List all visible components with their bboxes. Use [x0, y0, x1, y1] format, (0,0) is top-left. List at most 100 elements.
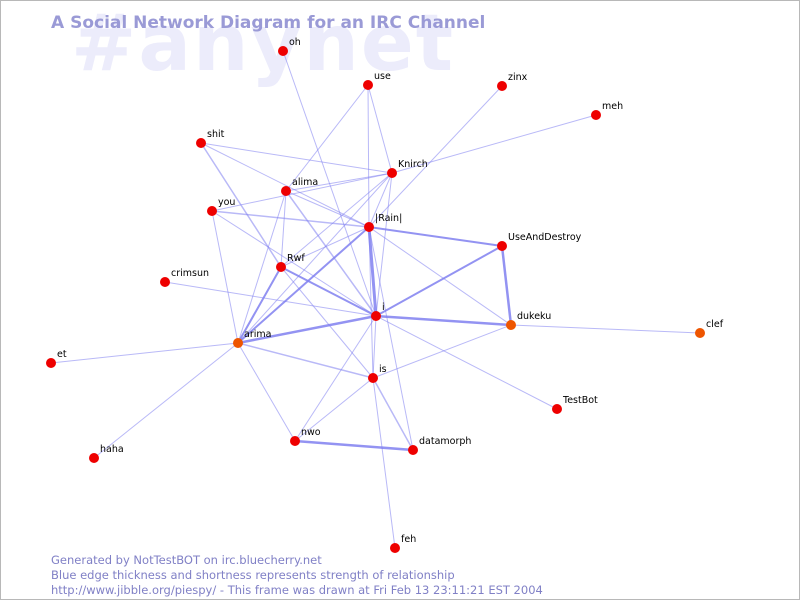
edge-rwf-i: [280, 266, 377, 317]
node-i: i: [371, 302, 385, 321]
edge-alima-rain: [285, 190, 370, 228]
edge-alima-knirch: [285, 172, 393, 192]
node-label-arima: arima: [244, 329, 271, 340]
node-dot-alima: [281, 186, 291, 196]
edge-alima-arima: [237, 190, 287, 344]
edge-rwf-arima: [237, 266, 282, 344]
edge-dukeku-clef: [510, 324, 701, 334]
edge-layer: [50, 50, 701, 549]
node-dot-rwf: [276, 262, 286, 272]
node-dukeku: dukeku: [506, 311, 551, 330]
node-label-alima: alima: [292, 177, 318, 188]
node-rain: |Rain|: [364, 213, 402, 232]
edge-alima-i: [285, 190, 377, 317]
edge-rwf-is: [280, 266, 374, 379]
edge-rain-rwf: [280, 226, 370, 268]
edge-oh-i: [282, 50, 377, 317]
edge-is-datamorph: [372, 377, 414, 451]
node-useanddestroy: UseAndDestroy: [497, 232, 582, 251]
node-label-haha: haha: [100, 444, 124, 455]
edge-nwo-datamorph: [293, 439, 415, 452]
node-label-i: i: [382, 302, 385, 313]
edge-you-knirch: [211, 172, 393, 212]
edge-shit-rain: [200, 142, 370, 228]
node-label-rwf: Rwf: [287, 253, 305, 264]
node-label-clef: clef: [706, 319, 724, 330]
edge-knirch-rwf: [280, 172, 393, 268]
edge-is-feh: [372, 377, 396, 549]
node-datamorph: datamorph: [408, 436, 471, 455]
edge-rain-arima: [237, 226, 370, 344]
node-shit: shit: [196, 129, 225, 148]
node-clef: clef: [695, 319, 724, 338]
node-dot-datamorph: [408, 445, 418, 455]
diagram-title: A Social Network Diagram for an IRC Chan…: [51, 13, 486, 33]
node-label-et: et: [57, 349, 67, 360]
node-label-shit: shit: [207, 129, 225, 140]
edge-zinx-rain: [368, 85, 503, 228]
node-label-is: is: [379, 364, 387, 375]
node-meh: meh: [591, 101, 623, 120]
edge-i-is: [372, 315, 377, 379]
node-oh: oh: [278, 37, 301, 56]
node-dot-clef: [695, 328, 705, 338]
edge-rain-dukeku: [368, 226, 512, 326]
node-dot-crimsun: [160, 277, 170, 287]
node-dot-arima: [233, 338, 243, 348]
node-label-knirch: Knirch: [398, 159, 428, 170]
edge-crimsun-i: [164, 281, 377, 317]
edge-knirch-arima: [237, 172, 393, 344]
node-dot-i: [371, 311, 381, 321]
node-knirch: Knirch: [387, 159, 428, 178]
footer-url-timestamp: http://www.jibble.org/piespy/ - This fra…: [51, 583, 543, 597]
node-feh: feh: [390, 534, 416, 553]
edge-rain-i: [367, 225, 378, 318]
edge-rain-is: [368, 226, 374, 379]
edge-you-rain: [211, 210, 370, 228]
edge-is-nwo: [294, 377, 374, 442]
node-dot-oh: [278, 46, 288, 56]
edge-knirch-i: [375, 172, 393, 317]
node-dot-haha: [89, 453, 99, 463]
footer: Generated by NotTestBOT on irc.bluecherr…: [51, 553, 543, 598]
node-label-zinx: zinx: [508, 72, 528, 83]
node-label-meh: meh: [602, 101, 623, 112]
edge-rain-datamorph: [368, 226, 414, 451]
edge-useanddestroy-dukeku: [500, 244, 513, 327]
node-you: you: [207, 197, 235, 216]
node-arima: arima: [233, 329, 271, 348]
edge-i-nwo: [294, 315, 377, 442]
edge-i-testbot: [375, 315, 558, 410]
node-dot-shit: [196, 138, 206, 148]
node-dot-knirch: [387, 168, 397, 178]
node-dot-useanddestroy: [497, 241, 507, 251]
node-label-you: you: [218, 197, 235, 208]
node-dot-meh: [591, 110, 601, 120]
edge-alima-use: [285, 84, 369, 192]
node-dot-use: [363, 80, 373, 90]
edge-rain-useanddestroy: [368, 226, 503, 247]
node-crimsun: crimsun: [160, 268, 209, 287]
node-dot-zinx: [497, 81, 507, 91]
node-use: use: [363, 71, 391, 90]
node-nwo: nwo: [290, 427, 321, 446]
footer-generated-by: Generated by NotTestBOT on irc.bluecherr…: [51, 553, 322, 567]
node-is: is: [368, 364, 387, 383]
edge-arima-et: [50, 342, 239, 364]
node-label-testbot: TestBot: [562, 395, 598, 406]
edge-shit-knirch: [200, 142, 393, 174]
edge-meh-knirch: [391, 114, 597, 174]
node-dot-feh: [390, 543, 400, 553]
edge-you-i: [211, 210, 377, 317]
node-label-nwo: nwo: [301, 427, 321, 438]
node-label-use: use: [374, 71, 391, 82]
node-label-useanddestroy: UseAndDestroy: [508, 232, 582, 243]
edge-i-dukeku: [374, 314, 513, 327]
edge-knirch-rain: [368, 172, 393, 228]
edge-you-arima: [211, 210, 239, 344]
node-dot-et: [46, 358, 56, 368]
edge-alima-rwf: [280, 190, 287, 268]
